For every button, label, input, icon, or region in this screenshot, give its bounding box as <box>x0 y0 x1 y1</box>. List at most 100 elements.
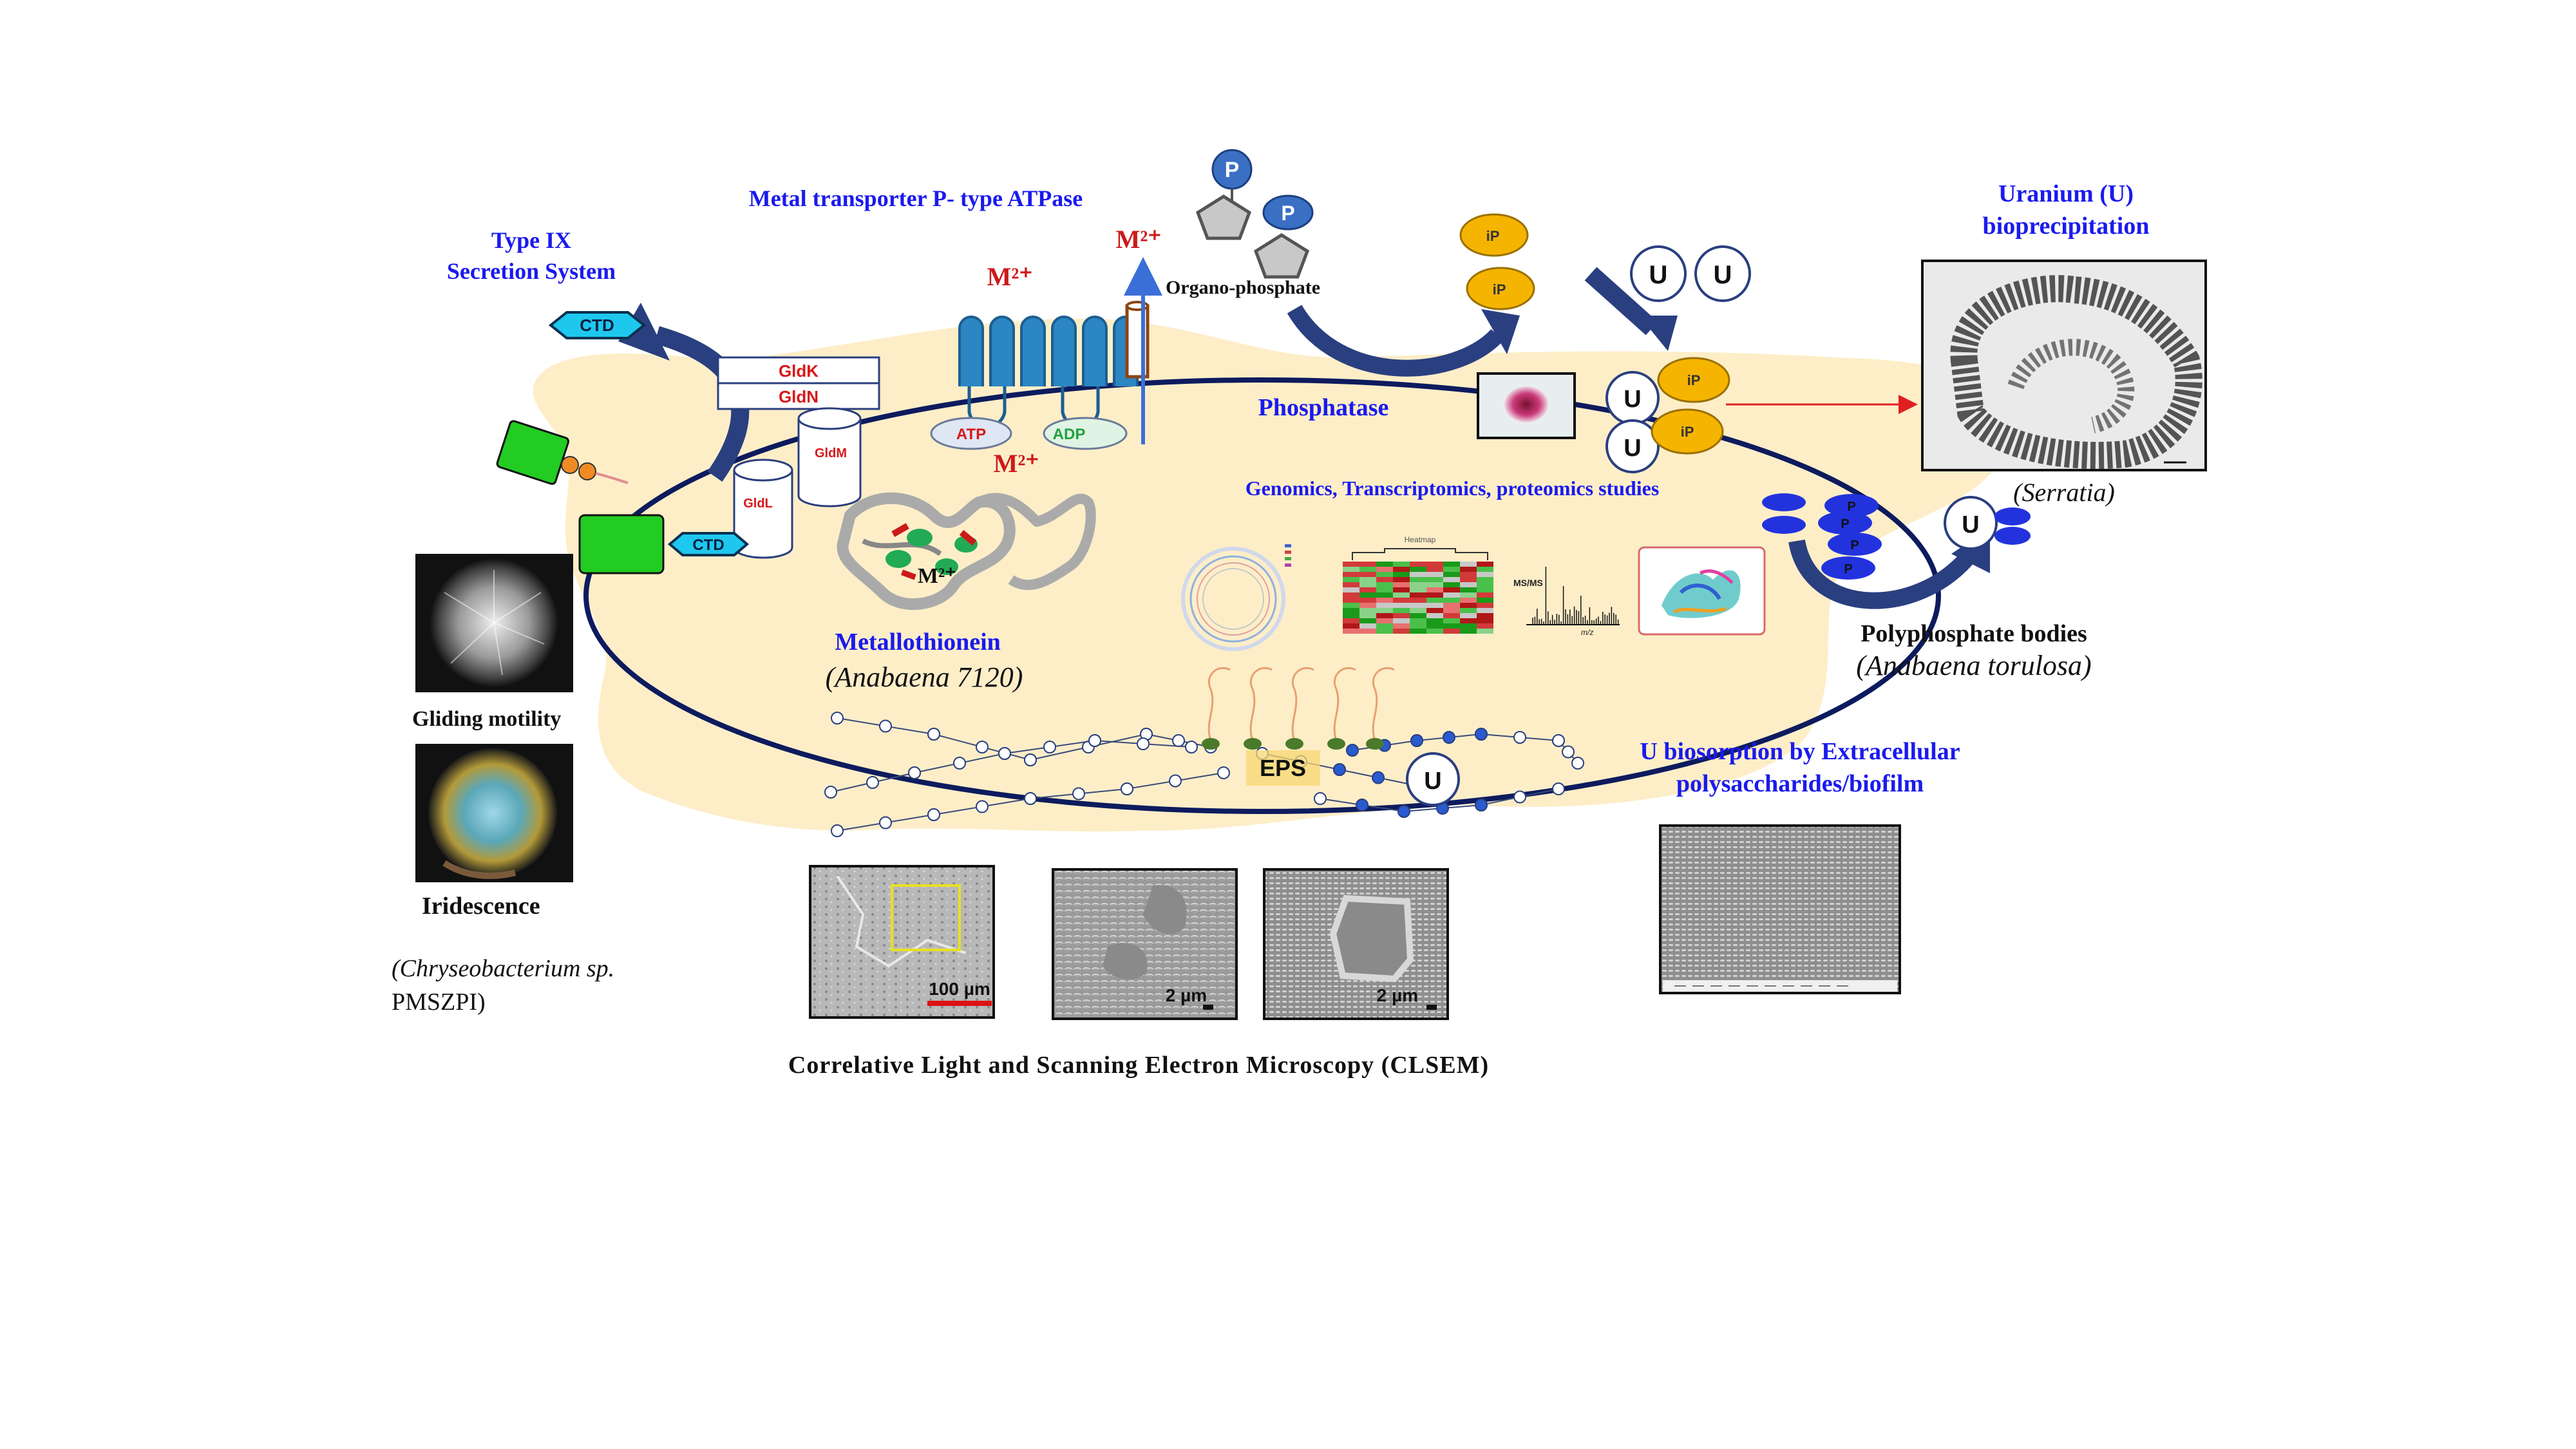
heatmap-cell <box>1460 603 1477 608</box>
iridescence-plate <box>415 744 573 882</box>
heatmap-cell <box>1443 618 1460 623</box>
metallothionein-metal-label: M²⁺ <box>917 564 957 588</box>
uranium-organism: (Serratia) <box>2013 478 2115 507</box>
heatmap-cell <box>1359 572 1376 577</box>
heatmap-cell <box>1426 572 1443 577</box>
heatmap-cell <box>1410 577 1426 582</box>
metallothionein-structure <box>837 492 1096 611</box>
heatmap-cell <box>1410 629 1426 634</box>
secretion-title-line1: Type IX <box>491 227 572 253</box>
eps-bead <box>1088 734 1101 747</box>
svg-text:U: U <box>1624 386 1641 413</box>
svg-text:iP: iP <box>1486 228 1500 244</box>
heatmap-cell <box>1460 587 1477 592</box>
heatmap-cell <box>1426 592 1443 598</box>
eps-bead <box>1475 728 1488 741</box>
organophosphate-label: Organo-phosphate <box>1165 277 1321 298</box>
phosphate-p-2 <box>1262 194 1314 231</box>
polyp-curved-arrow <box>1788 539 1978 609</box>
eps-bead <box>879 816 892 829</box>
heatmap-cell <box>1443 598 1460 603</box>
eps-bead <box>1024 753 1037 766</box>
heatmap-cell <box>1477 613 1493 618</box>
metal-ion-in-label: M²⁺ <box>987 262 1033 291</box>
heatmap-cell <box>1443 603 1460 608</box>
eps-bead <box>976 741 989 753</box>
gliding-motility-plate <box>415 554 573 692</box>
gldn-label: GldN <box>779 387 819 406</box>
heatmap-cell <box>1359 587 1376 592</box>
phosphatase-label: Phosphatase <box>1258 394 1389 421</box>
svg-text:P: P <box>1225 158 1240 182</box>
heatmap-cell <box>1477 582 1493 587</box>
svg-text:U: U <box>1962 511 1979 538</box>
heatmap-cell <box>1460 629 1477 634</box>
heatmap-cell <box>1376 577 1393 582</box>
metal-ion-2 <box>907 529 933 547</box>
heatmap-cell <box>1376 618 1393 623</box>
polyp-p-2 <box>1818 511 1872 535</box>
polyp-p-1 <box>1824 494 1879 517</box>
eps-bead <box>1372 771 1385 784</box>
heatmap-cell <box>1376 592 1393 598</box>
heatmap-cell <box>1343 629 1359 634</box>
heatmap-cell <box>1343 577 1359 582</box>
heatmap-cell <box>1426 582 1443 587</box>
heatmap-cell <box>1410 562 1426 567</box>
gldk-label: GldK <box>779 361 819 381</box>
biofilm-sem-image <box>1659 824 1901 994</box>
cell-membrane <box>583 377 1941 814</box>
polyp-p-3 <box>1828 533 1882 556</box>
heatmap-cell <box>1343 623 1359 629</box>
heatmap-cell <box>1410 567 1426 572</box>
svg-text:iP: iP <box>1493 281 1506 298</box>
gliding-motility-label: Gliding motility <box>412 707 562 731</box>
heatmap-cell <box>1393 577 1410 582</box>
metal-efflux-label: M²⁺ <box>1115 225 1162 254</box>
heatmap-cell <box>1426 598 1443 603</box>
ip-bead-1 <box>1459 213 1529 257</box>
eps-bead <box>1397 805 1410 818</box>
metal-ion-3 <box>935 558 958 575</box>
heatmap-cell <box>1410 618 1426 623</box>
polyp-dot-2 <box>1762 516 1806 534</box>
heatmap-cell <box>1343 567 1359 572</box>
clsem-image-2: 2 µm <box>1052 868 1238 1020</box>
polyp-bound-2 <box>1994 527 2031 545</box>
eps-bead <box>1552 782 1565 795</box>
eps-bead <box>1314 792 1327 805</box>
heatmap-cell <box>1359 577 1376 582</box>
heatmap-cell <box>1343 618 1359 623</box>
eps-bead <box>1475 799 1488 811</box>
heatmap-cell <box>1410 623 1426 629</box>
heatmap-cell <box>1426 577 1443 582</box>
heatmap-cell <box>1443 613 1460 618</box>
svg-text:GldL: GldL <box>743 497 773 511</box>
biosorption-line1: U biosorption by Extracellular <box>1640 738 1960 765</box>
heatmap-cell <box>1477 572 1493 577</box>
heatmap-cell <box>1477 592 1493 598</box>
adp-ellipse <box>1043 417 1128 450</box>
eps-bead <box>1356 799 1368 811</box>
heatmap-cell <box>1343 587 1359 592</box>
eps-bead <box>1043 741 1056 753</box>
heatmap-cell <box>1393 592 1410 598</box>
polyp-dot-1 <box>1762 493 1806 511</box>
heatmap-plot: Heatmap <box>1343 535 1493 634</box>
heatmap-cell <box>1359 608 1376 613</box>
phosphatase-curved-arrow <box>1287 305 1504 377</box>
eps-bead <box>1121 782 1133 795</box>
heatmap-cell <box>1477 562 1493 567</box>
polyp-p-4 <box>1821 556 1875 580</box>
svg-text:P: P <box>1844 562 1852 576</box>
polyp-uranium-u <box>1944 496 1998 550</box>
heatmap-cell <box>1460 562 1477 567</box>
heatmap-cell <box>1443 567 1460 572</box>
heatmap-cell <box>1376 567 1393 572</box>
heatmap-cell <box>1393 562 1410 567</box>
linker-bead-2 <box>578 462 596 480</box>
type-ix-secretion-system: CTD GldK GldN GldM GldL CTD <box>496 303 880 574</box>
heatmap-cell <box>1393 629 1410 634</box>
gldk-box <box>717 356 880 384</box>
